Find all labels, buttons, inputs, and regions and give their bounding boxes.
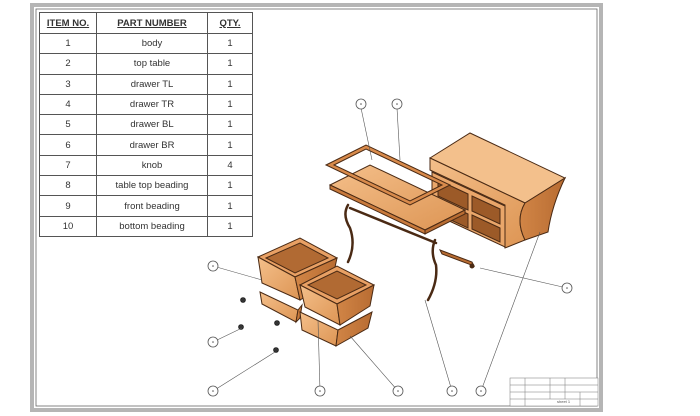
title-block [509,377,599,407]
bom-qty: 4 [207,154,253,177]
bom-part-number: drawer BL [96,114,208,136]
bom-item-no: 8 [39,175,97,197]
title-block-sheet-label: sheet 1 [557,399,571,404]
balloon-dots [212,103,568,392]
bom-qty: 1 [207,114,253,136]
sheet-inner-border [35,8,598,407]
bom-part-number: bottom beading [96,215,208,237]
sheet-outer-border [30,3,603,412]
bom-qty: 1 [207,53,253,75]
bom-part-number: knob [96,154,208,177]
table-top-beading [324,144,452,206]
drawer-br [299,311,373,347]
bom-qty: 1 [207,32,253,55]
bom-qty: 1 [207,93,253,116]
knob-4 [273,347,279,353]
knob-1 [240,297,246,303]
bom-qty: 1 [207,195,253,217]
knobs [238,297,280,353]
knob-3 [274,320,280,326]
bom-item-no: 5 [39,114,97,136]
bom-qty: 1 [207,175,253,197]
bom-header-row: ITEM NO. PART NUMBER QTY. [39,12,253,34]
bom-part-number: drawer BR [96,134,208,156]
balloon-leaders [212,107,568,392]
bom-part-number: body [96,32,208,55]
bom-header-item: ITEM NO. [39,12,97,34]
bom-item-no: 10 [39,215,97,237]
bom-header-qty: QTY. [207,12,253,34]
body-cabinet [428,132,567,249]
bottom-beading [438,249,476,269]
bom-item-no: 6 [39,134,97,156]
bom-qty: 1 [207,215,253,237]
bom-part-number: drawer TR [96,93,208,116]
bom-item-no: 3 [39,73,97,95]
bom-part-number: top table [96,53,208,75]
bom-item-no: 9 [39,195,97,217]
bom-item-no: 4 [39,93,97,116]
balloons [207,98,573,397]
drawer-bl [259,291,303,324]
knob-2 [238,324,244,330]
bom-part-number: drawer TL [96,73,208,95]
front-beading [344,203,438,302]
bom-part-number: table top beading [96,175,208,197]
bom-item-no: 2 [39,53,97,75]
bom-item-no: 7 [39,154,97,177]
bom-item-no: 1 [39,32,97,55]
drawer-tr [298,265,376,326]
bom-header-part: PART NUMBER [96,12,208,34]
bom-part-number: front beading [96,195,208,217]
bom-qty: 1 [207,134,253,156]
bom-qty: 1 [207,73,253,95]
